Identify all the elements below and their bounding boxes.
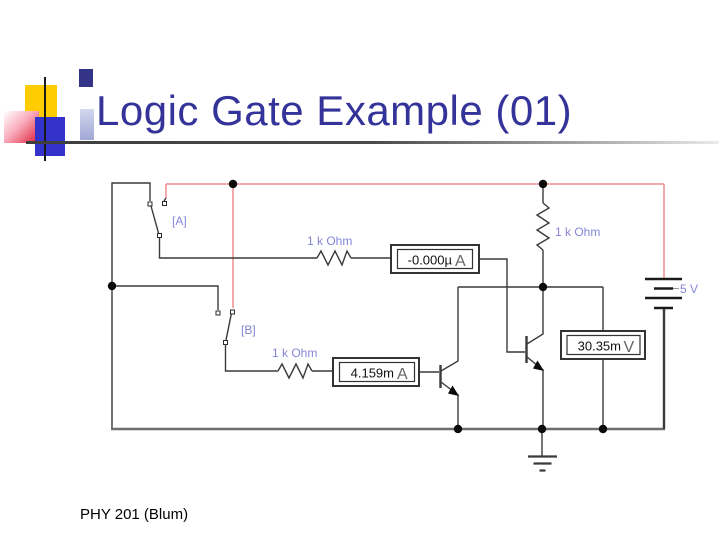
ammeter-b: 4.159m A — [332, 357, 420, 387]
voltmeter: 30.35m V — [560, 287, 646, 429]
deco-blue-square — [35, 117, 65, 156]
ammeter-a: -0.000µ A — [390, 244, 480, 274]
deco-red-gradient-square — [4, 111, 39, 143]
pullup-resistor — [535, 185, 551, 287]
pullup-resistor-label: 1 k Ohm — [555, 225, 600, 239]
ammeter-b-unit: A — [397, 366, 408, 383]
ground-symbol — [528, 429, 557, 472]
ammeter-a-unit: A — [455, 253, 466, 270]
deco-crosshair-vertical-line — [44, 77, 46, 161]
voltmeter-value: 30.35m — [578, 339, 621, 354]
transistor-q1 — [419, 287, 459, 429]
battery — [645, 277, 682, 310]
ammeter-a-to-q2-wire — [479, 258, 525, 353]
ammeter-a-value: -0.000µ — [408, 253, 453, 268]
switch-a-label: [A] — [172, 214, 187, 228]
deco-pale-blue-bar — [80, 109, 94, 140]
switch-b — [215, 309, 278, 372]
ammeter-b-value: 4.159m — [351, 366, 394, 381]
voltmeter-unit: V — [624, 339, 635, 356]
switch-b-label: [B] — [241, 323, 256, 337]
footer-text: PHY 201 (Blum) — [80, 506, 189, 523]
battery-label: 5 V — [680, 282, 698, 296]
resistor-a — [316, 249, 391, 267]
title-underline-rule — [26, 141, 719, 144]
power-rail-wire — [165, 183, 665, 308]
deco-navy-square — [79, 69, 93, 87]
transistor-q2 — [525, 287, 544, 429]
switch-a — [147, 197, 317, 259]
ground-side-wires — [111, 182, 219, 429]
resistor-b — [277, 362, 333, 380]
resistor-a-label: 1 k Ohm — [307, 234, 352, 248]
resistor-b-label: 1 k Ohm — [272, 346, 317, 360]
page-title: Logic Gate Example (01) — [96, 87, 573, 134]
junction-dots — [107, 179, 608, 434]
